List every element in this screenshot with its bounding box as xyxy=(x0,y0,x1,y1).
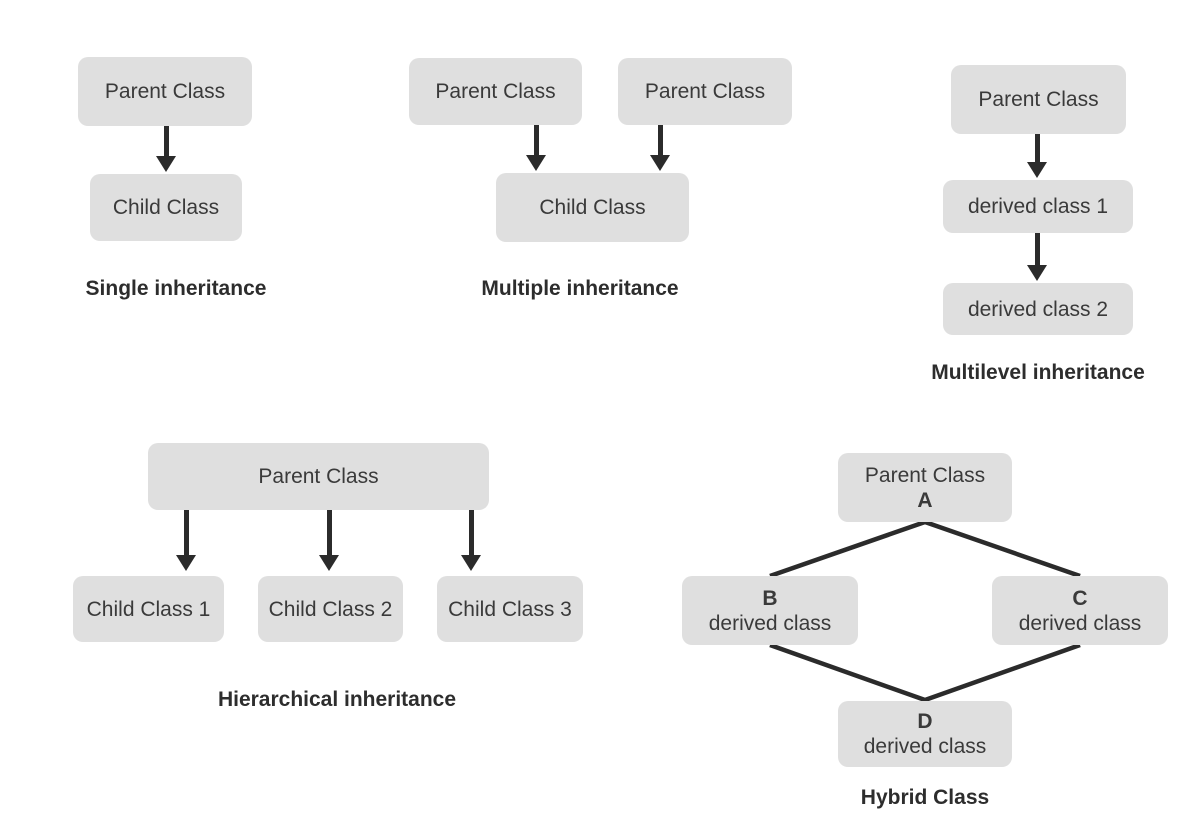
single-parent-class-node: Parent Class xyxy=(78,57,252,126)
hierarchical-child-class-3-node: Child Class 3 xyxy=(437,576,583,642)
arrow-head xyxy=(1027,265,1047,281)
arrow-stem xyxy=(1034,233,1040,265)
multilevel-derived-class-1-node: derived class 1 xyxy=(943,180,1133,233)
arrow-down-icon xyxy=(650,125,670,171)
multilevel-inheritance-caption: Multilevel inheritance xyxy=(931,361,1145,384)
hybrid-derived-class-d-node: D derived class xyxy=(838,701,1012,767)
single-child-class-node: Child Class xyxy=(90,174,242,241)
hierarchical-parent-class-node: Parent Class xyxy=(148,443,489,510)
arrow-down-icon xyxy=(319,510,339,571)
arrow-stem xyxy=(326,510,332,555)
hierarchical-child-class-2-node: Child Class 2 xyxy=(258,576,403,642)
arrow-head xyxy=(461,555,481,571)
multiple-parent-left-node: Parent Class xyxy=(409,58,582,125)
multiple-parent-right-node: Parent Class xyxy=(618,58,792,125)
arrow-down-icon xyxy=(1027,134,1047,178)
arrow-stem xyxy=(468,510,474,555)
arrow-stem xyxy=(657,125,663,155)
hybrid-d-letter: D xyxy=(917,710,933,733)
arrow-down-icon xyxy=(461,510,481,571)
single-inheritance-caption: Single inheritance xyxy=(85,277,267,300)
hybrid-derived-class-b-node: B derived class xyxy=(682,576,858,645)
arrow-stem xyxy=(183,510,189,555)
arrow-stem xyxy=(533,125,539,155)
multiple-child-class-node: Child Class xyxy=(496,173,689,242)
hierarchical-inheritance-caption: Hierarchical inheritance xyxy=(217,688,457,711)
diamond-line-bottom xyxy=(769,642,1081,703)
arrow-head xyxy=(1027,162,1047,178)
arrow-down-icon xyxy=(176,510,196,571)
hybrid-b-letter: B xyxy=(762,586,778,610)
hierarchical-child-class-1-node: Child Class 1 xyxy=(73,576,224,642)
arrow-down-icon xyxy=(1027,233,1047,281)
arrow-stem xyxy=(1034,134,1040,162)
multilevel-parent-class-node: Parent Class xyxy=(951,65,1126,134)
arrow-stem xyxy=(163,126,169,156)
hybrid-d-title: derived class xyxy=(863,735,987,758)
hybrid-parent-class-a-node: Parent Class A xyxy=(838,453,1012,522)
hybrid-b-title: derived class xyxy=(708,611,832,635)
arrow-head xyxy=(156,156,176,172)
arrow-head xyxy=(650,155,670,171)
hybrid-a-title: Parent Class xyxy=(864,463,986,487)
hybrid-derived-class-c-node: C derived class xyxy=(992,576,1168,645)
arrow-head xyxy=(319,555,339,571)
hybrid-a-letter: A xyxy=(917,488,933,512)
multiple-inheritance-caption: Multiple inheritance xyxy=(481,277,679,300)
arrow-down-icon xyxy=(156,126,176,172)
arrow-head xyxy=(176,555,196,571)
diamond-line-top xyxy=(769,519,1081,579)
arrow-head xyxy=(526,155,546,171)
hybrid-c-title: derived class xyxy=(1018,611,1142,635)
arrow-down-icon xyxy=(526,125,546,171)
hybrid-c-letter: C xyxy=(1072,586,1088,610)
hybrid-class-caption: Hybrid Class xyxy=(860,786,990,809)
multilevel-derived-class-2-node: derived class 2 xyxy=(943,283,1133,335)
